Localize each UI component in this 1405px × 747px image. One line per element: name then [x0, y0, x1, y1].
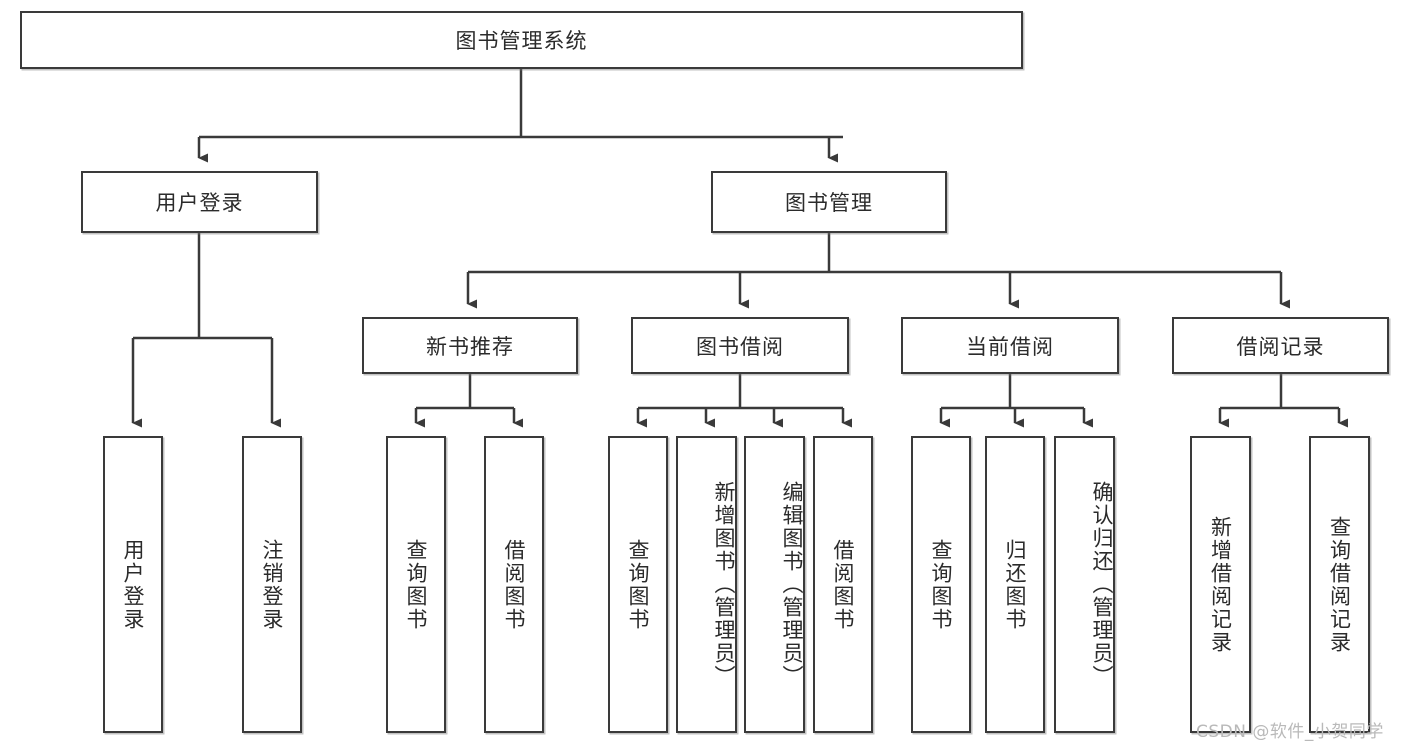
- csdn-watermark: CSDN @软件_小贺同学: [1196, 722, 1384, 742]
- leaf-node-leaf-query-book-3[interactable]: 查询图书: [911, 436, 971, 733]
- leaf-node-leaf-user-login[interactable]: 用户登录: [103, 436, 163, 733]
- root-node-book-management-system[interactable]: 图书管理系统: [20, 11, 1023, 69]
- level2-node-user-login[interactable]: 用户登录: [81, 171, 318, 233]
- leaf-node-leaf-query-book-2[interactable]: 查询图书: [608, 436, 668, 733]
- leaf-node-label: 借阅图书: [502, 538, 527, 631]
- level3-node-new-book-recommend[interactable]: 新书推荐: [362, 317, 578, 374]
- leaf-node-label: 查询图书: [404, 538, 429, 631]
- level3-node-borrow-record[interactable]: 借阅记录: [1172, 317, 1389, 374]
- level2-node-book-management[interactable]: 图书管理: [711, 171, 947, 233]
- leaf-node-leaf-query-borrow-record[interactable]: 查询借阅记录: [1309, 436, 1370, 733]
- leaf-node-label: 新增借阅记录: [1208, 515, 1233, 654]
- leaf-node-label: 新增图书（管理员）: [712, 481, 736, 688]
- leaf-node-leaf-logout[interactable]: 注销登录: [242, 436, 302, 733]
- leaf-node-label: 查询借阅记录: [1327, 515, 1352, 654]
- level3-node-current-borrow[interactable]: 当前借阅: [901, 317, 1119, 374]
- leaf-node-label: 用户登录: [121, 538, 146, 631]
- leaf-node-leaf-query-book-1[interactable]: 查询图书: [386, 436, 446, 733]
- leaf-node-label: 查询图书: [626, 538, 651, 631]
- leaf-node-leaf-edit-book-admin[interactable]: 编辑图书（管理员）: [744, 436, 805, 733]
- leaf-node-label: 归还图书: [1003, 538, 1028, 631]
- leaf-node-leaf-add-book-admin[interactable]: 新增图书（管理员）: [676, 436, 737, 733]
- leaf-node-label: 编辑图书（管理员）: [780, 481, 804, 688]
- leaf-node-leaf-return-book[interactable]: 归还图书: [985, 436, 1045, 733]
- leaf-node-label: 借阅图书: [831, 538, 856, 631]
- leaf-node-leaf-confirm-return-admin[interactable]: 确认归还（管理员）: [1054, 436, 1115, 733]
- leaf-node-label: 注销登录: [260, 538, 285, 631]
- leaf-node-label: 确认归还（管理员）: [1090, 481, 1114, 688]
- level3-node-book-borrow[interactable]: 图书借阅: [631, 317, 849, 374]
- leaf-node-leaf-borrow-book-2[interactable]: 借阅图书: [813, 436, 873, 733]
- leaf-node-label: 查询图书: [929, 538, 954, 631]
- leaf-node-leaf-borrow-book-1[interactable]: 借阅图书: [484, 436, 544, 733]
- leaf-node-leaf-add-borrow-record[interactable]: 新增借阅记录: [1190, 436, 1251, 733]
